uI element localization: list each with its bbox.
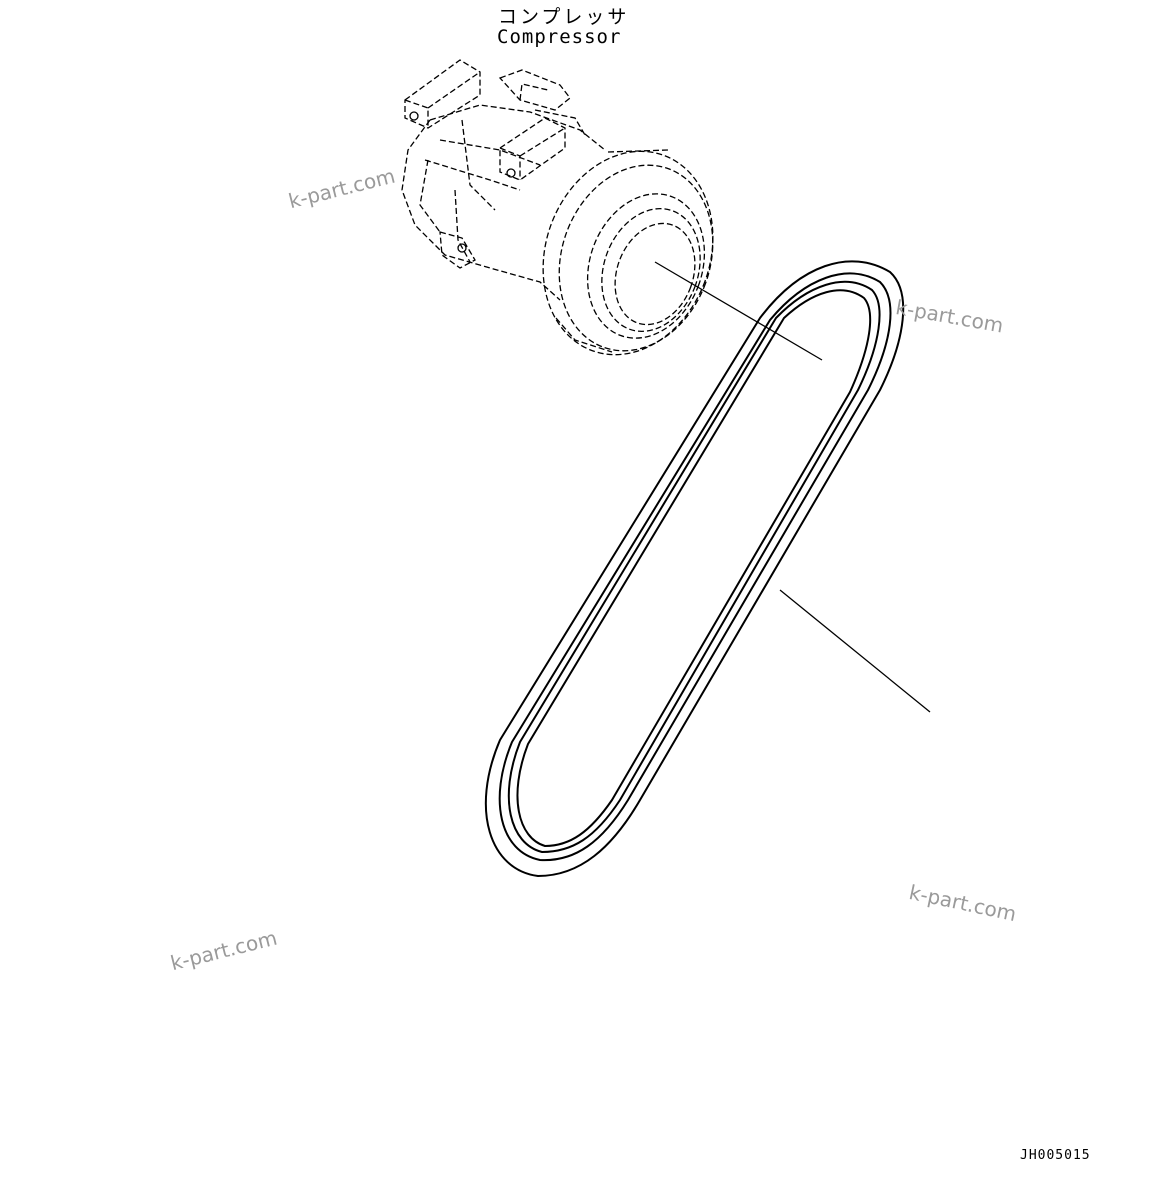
belt-inner-edge [507, 280, 881, 853]
belt-outer-edge [484, 260, 905, 877]
v-belt-drawing [484, 260, 905, 877]
belt-middle-edge [498, 272, 892, 862]
compressor-drawing [401, 59, 714, 356]
compressor-bolt-holes [409, 111, 516, 253]
belt-inner-edge-2 [516, 289, 872, 847]
compressor-leader-line [654, 261, 823, 361]
compressor-label-japanese: コンプレッサ [498, 6, 630, 28]
belt-leader-line [779, 589, 931, 713]
compressor-label-english: Compressor [497, 26, 622, 48]
drawing-number: JH005015 [1020, 1148, 1091, 1163]
